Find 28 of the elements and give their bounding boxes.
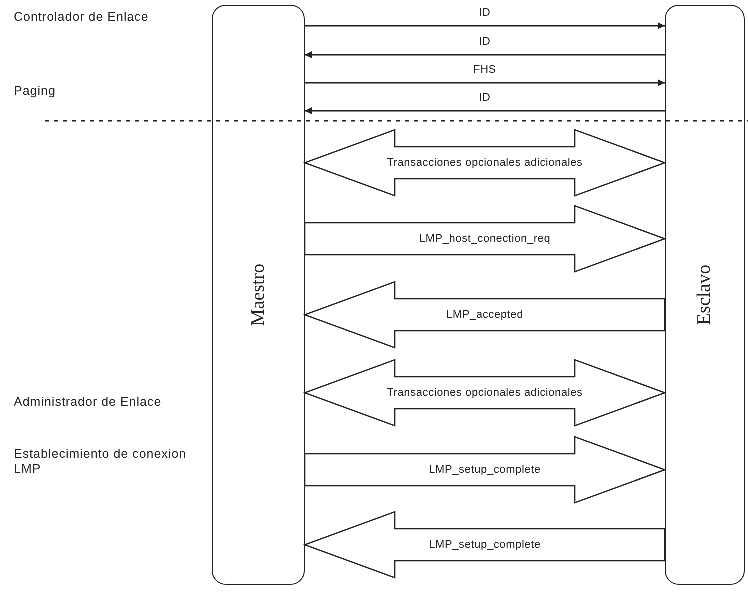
edge-label: LMP_setup_complete [428,539,542,551]
edge-label: ID [477,92,493,104]
participant-box [665,5,745,585]
phase-label: Paging [14,84,57,99]
phase-label: Administrador de Enlace [14,395,163,410]
edge-label: LMP_host_conection_req [418,233,552,245]
edge-label: FHS [472,64,498,76]
phase-label: Controlador de Enlace [14,10,150,25]
edge-label: Transacciones opcionales adicionales [386,387,584,399]
block-arrow [304,436,667,504]
block-arrow [303,281,666,349]
block-arrow [304,205,667,273]
edge-label: Transacciones opcionales adicionales [386,157,584,169]
block-arrow [303,511,666,579]
message-arrow [305,22,665,30]
block-arrow [303,129,667,197]
edge-label: LMP_setup_complete [428,464,542,476]
participant-name: Esclavo [694,264,716,326]
block-arrow [303,359,667,427]
message-arrow [305,52,665,58]
message-arrow [305,108,665,114]
participant-name: Maestro [248,264,270,326]
edge-label: ID [477,36,493,48]
participant-box [212,5,305,585]
message-arrow [305,80,665,86]
edge-label: ID [477,7,493,19]
phase-label: Establecimiento de conexion LMP [14,447,188,477]
edge-label: LMP_accepted [446,309,524,321]
